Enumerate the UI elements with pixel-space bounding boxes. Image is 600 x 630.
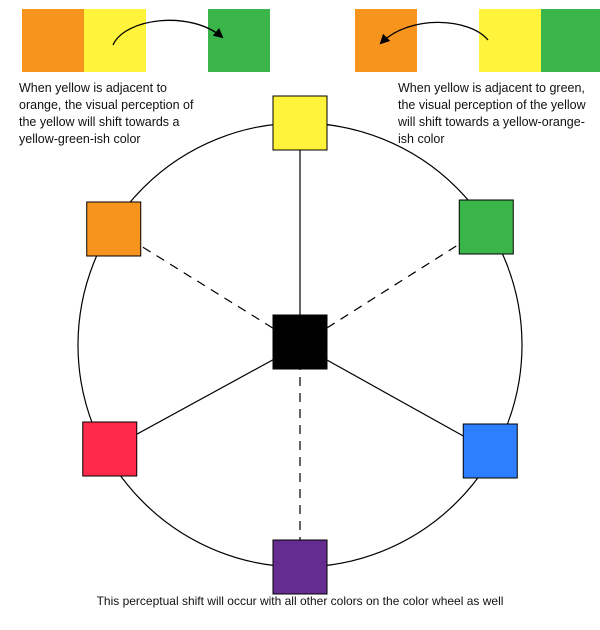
right-swatch-orange [355, 9, 417, 72]
spoke-green [299, 226, 487, 346]
right-swatch-strip [355, 9, 600, 72]
spoke-blue [299, 344, 491, 452]
wheel-swatch-yellow [272, 95, 328, 151]
spoke-orange [113, 228, 301, 346]
wheel-swatch-orange [86, 201, 142, 257]
right-swatch-green [541, 9, 600, 72]
right-swatch-yellow [479, 9, 541, 72]
center-black-swatch [272, 314, 328, 370]
wheel-swatch-purple [272, 539, 328, 595]
color-wheel-spokes [109, 123, 491, 567]
color-wheel-nodes [82, 95, 518, 595]
spoke-red [109, 344, 301, 450]
right-shift-arrow [379, 21, 489, 45]
wheel-swatch-red [82, 421, 138, 477]
wheel-swatch-blue [462, 423, 518, 479]
right-annotation-text: When yellow is adjacent to green, the vi… [398, 81, 586, 146]
left-swatch-green [208, 9, 270, 72]
left-annotation-text: When yellow is adjacent to orange, the v… [19, 81, 194, 146]
left-swatch-strip [22, 9, 270, 72]
footer-note: This perceptual shift will occur with al… [96, 594, 504, 608]
left-swatch-white [146, 9, 208, 72]
left-shift-arrow [112, 19, 224, 46]
wheel-swatch-green [458, 199, 514, 255]
right-swatch-white [417, 9, 479, 72]
left-swatch-orange [22, 9, 84, 72]
